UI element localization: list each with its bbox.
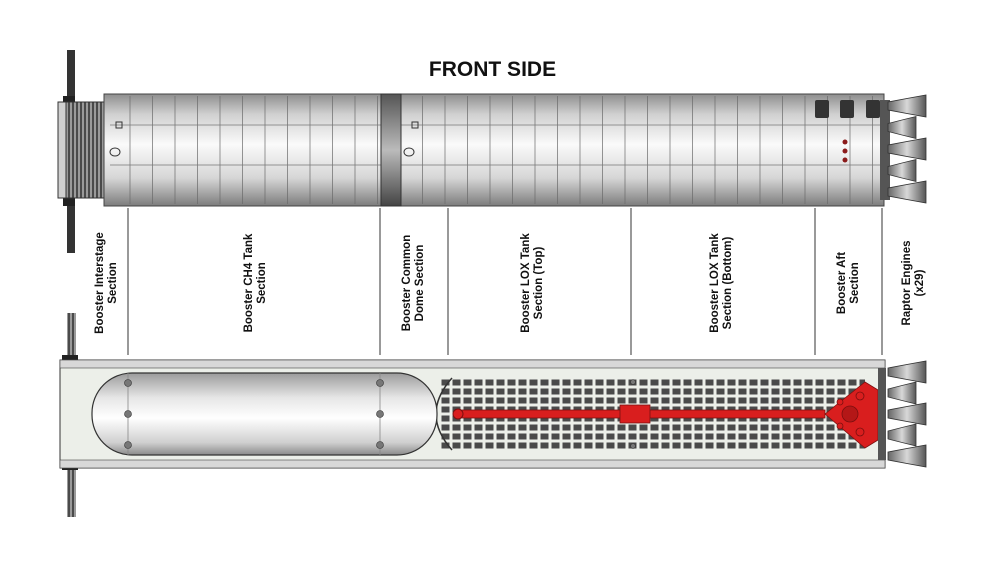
exterior-view — [57, 50, 927, 253]
label-line-2: Section — [849, 262, 861, 304]
ch4-tank-vessel — [91, 372, 438, 456]
label-line-2: Section (Top) — [533, 246, 545, 320]
label-line-2: Dome Section — [414, 244, 426, 322]
label-line-1: Booster Common — [401, 234, 413, 332]
label-line-1: Booster LOX Tank — [709, 233, 721, 333]
label-common-dome-section: Booster Common Dome Section — [396, 218, 432, 348]
cutaway-view — [59, 313, 927, 517]
label-line-1: Booster LOX Tank — [520, 233, 532, 333]
label-line-2: (x29) — [914, 269, 926, 297]
label-raptor-engines: Raptor Engines (x29) — [896, 218, 932, 348]
diagram-title: FRONT SIDE — [428, 58, 557, 81]
label-interstage-section: Booster Interstage Section — [89, 218, 125, 348]
label-lox-tank-bottom-section: Booster LOX Tank Section (Bottom) — [704, 218, 740, 348]
raptor-engine-bell — [887, 360, 927, 384]
label-line-2: Section (Bottom) — [722, 236, 734, 330]
engine-feed-manifold — [824, 381, 879, 449]
raptor-engine-bell — [887, 444, 927, 468]
common-dome-ring — [380, 93, 402, 207]
raptor-engine-bell — [887, 115, 917, 140]
booster-hull-exterior — [103, 93, 885, 207]
label-line-1: Booster Interstage — [94, 232, 106, 334]
raptor-engine-bell — [887, 180, 927, 204]
raptor-engine-bell — [887, 402, 927, 426]
raptor-engine-bell — [887, 137, 927, 161]
label-aft-section: Booster Aft Section — [831, 218, 867, 348]
section-dividers — [127, 208, 883, 355]
raptor-engine-bell — [887, 423, 917, 447]
label-line-1: Booster Aft — [836, 251, 848, 315]
raptor-engine-bell — [887, 158, 917, 183]
raptor-engine-bell — [887, 94, 927, 118]
label-lox-tank-top-section: Booster LOX Tank Section (Top) — [515, 218, 551, 348]
label-ch4-tank-section: Booster CH4 Tank Section — [238, 218, 274, 348]
label-line-1: Raptor Engines — [901, 240, 913, 326]
label-line-2: Section — [107, 262, 119, 304]
label-line-1: Booster CH4 Tank — [243, 233, 255, 333]
raptor-engine-bell — [887, 381, 917, 405]
grid-fin-top — [67, 50, 75, 98]
grid-fin-bottom — [67, 200, 75, 253]
label-line-2: Section — [256, 262, 268, 304]
